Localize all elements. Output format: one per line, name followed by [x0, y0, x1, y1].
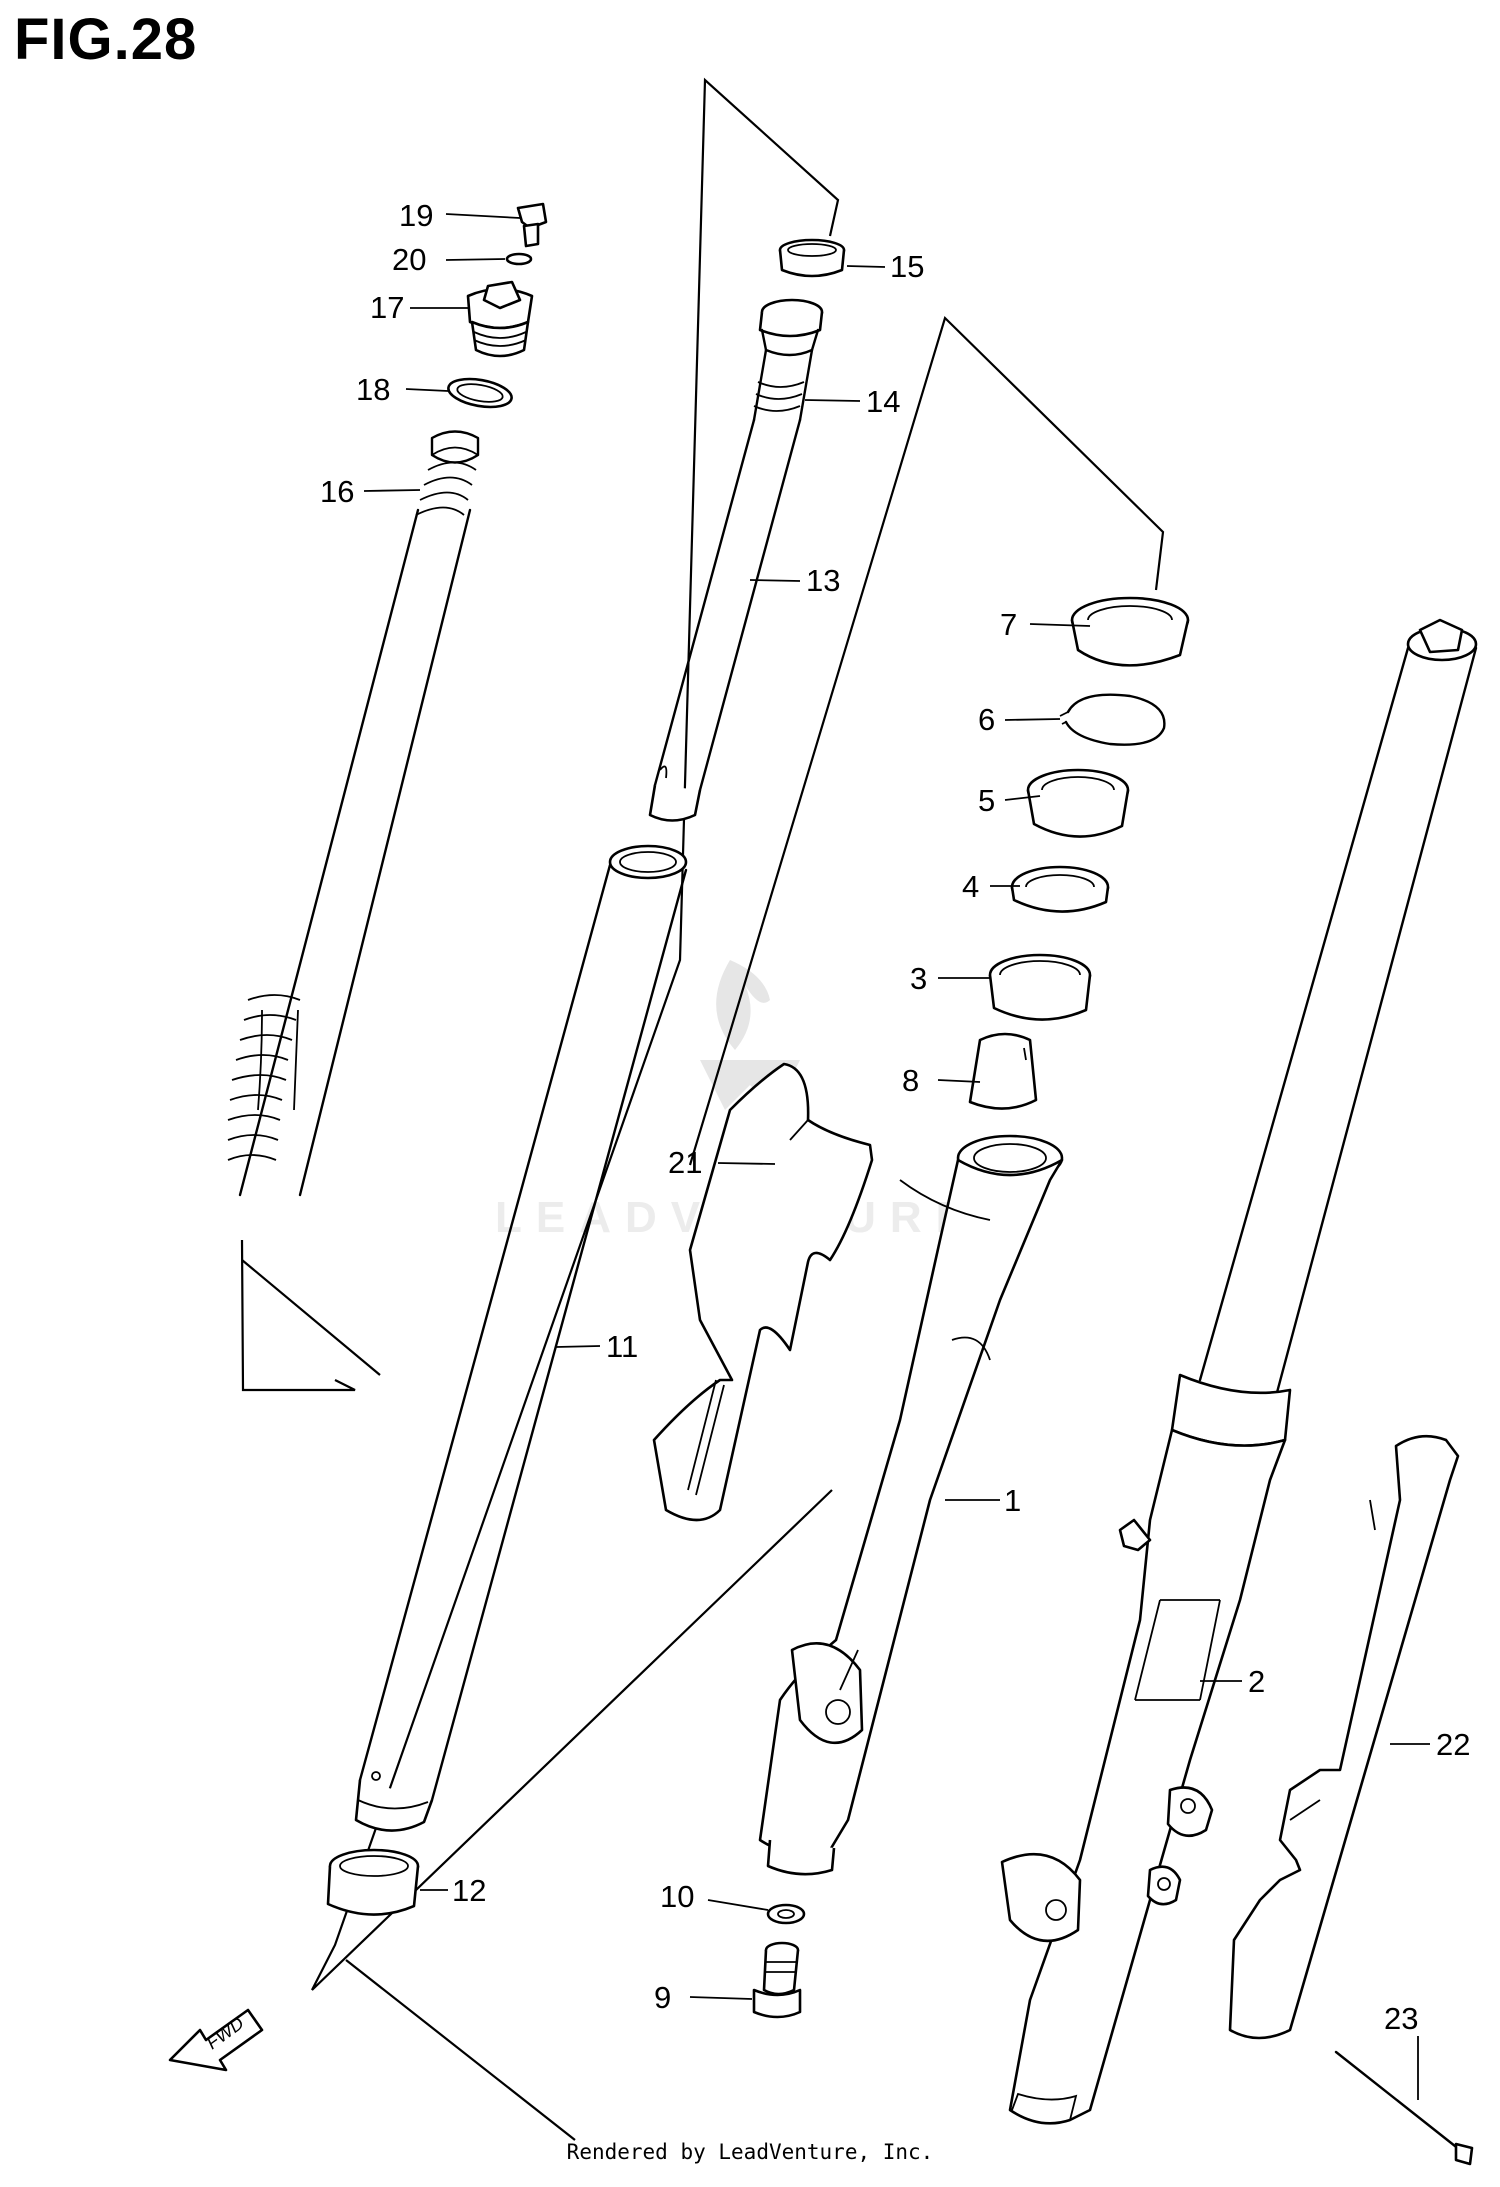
- footer-credit: Rendered by LeadVenture, Inc.: [566, 2140, 934, 2164]
- callout-19: 19: [399, 198, 433, 233]
- callout-1: 1: [1004, 1483, 1021, 1518]
- callout-8: 8: [902, 1063, 919, 1098]
- callout-2: 2: [1248, 1664, 1265, 1699]
- callout-21: 21: [668, 1145, 702, 1180]
- part-21-fork-guard-left: [652, 1062, 874, 1522]
- part-15-bushing: [778, 238, 846, 278]
- part-11-inner-tube: [354, 844, 688, 1832]
- figure-title: FIG.28: [14, 7, 198, 72]
- callout-12: 12: [452, 1873, 486, 1908]
- callout-5: 5: [978, 783, 995, 818]
- callout-20: 20: [392, 242, 426, 277]
- leader-lines: [363, 213, 1430, 2100]
- callout-3: 3: [910, 961, 927, 996]
- explode-frame-center: [241, 315, 1165, 1376]
- part-8-oil-lock: [968, 1032, 1038, 1110]
- callout-9: 9: [654, 1980, 671, 2015]
- part-13-damper-rod: [648, 418, 802, 822]
- callout-13: 13: [806, 563, 840, 598]
- part-22-fork-guard-right: [1228, 1434, 1460, 2040]
- part-9-bolt: [752, 1941, 802, 2019]
- part-20-o-ring: [505, 252, 533, 266]
- callout-11: 11: [606, 1329, 638, 1364]
- callout-22: 22: [1436, 1727, 1470, 1762]
- explode-frame-left: [240, 77, 840, 1991]
- callout-labels: 19 20 17 18 16 15 14 13 7 6 5 4 3 8 21 1…: [320, 198, 1470, 2036]
- callout-18: 18: [356, 372, 390, 407]
- part-12-bushing: [326, 1848, 420, 1916]
- callout-15: 15: [890, 249, 924, 284]
- part-19-air-valve: [516, 202, 548, 248]
- part-16-spring: [227, 430, 480, 1197]
- callout-23: 23: [1384, 2001, 1418, 2036]
- part-23-cable-tie: [1334, 2050, 1474, 2166]
- part-6-circlip: [1059, 693, 1166, 746]
- part-18-o-ring: [447, 377, 513, 409]
- callout-16: 16: [320, 474, 354, 509]
- explode-frame-bottom: [345, 1959, 576, 2141]
- callout-10: 10: [660, 1879, 694, 1914]
- callout-14: 14: [866, 384, 900, 419]
- part-4-washer: [1010, 865, 1110, 913]
- callout-4: 4: [962, 869, 979, 904]
- part-1-outer-tube-left: [758, 1134, 1064, 1876]
- part-14-rod-head: [752, 298, 824, 422]
- callout-17: 17: [370, 290, 404, 325]
- callout-6: 6: [978, 702, 995, 737]
- part-2-fork-assembly-right: [1000, 618, 1478, 2125]
- part-10-washer: [766, 1903, 806, 1925]
- fwd-arrow-icon: FWD: [168, 2008, 264, 2072]
- part-17-cap-bolt: [466, 280, 534, 358]
- part-7-dust-seal: [1070, 596, 1190, 667]
- callout-7: 7: [1000, 607, 1017, 642]
- part-5-oil-seal: [1026, 768, 1130, 838]
- part-3-slide-bushing: [988, 953, 1092, 1021]
